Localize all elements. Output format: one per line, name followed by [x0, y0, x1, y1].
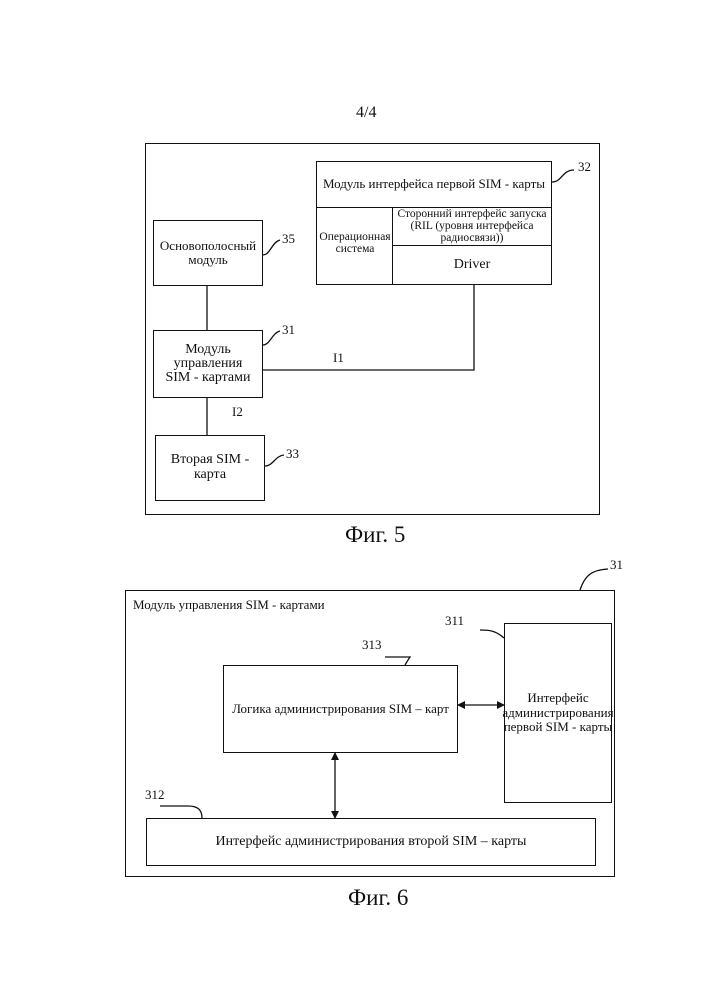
leader-35 [263, 240, 280, 255]
leader-311 [480, 630, 504, 638]
leader-33 [265, 455, 284, 466]
leader-312 [160, 806, 202, 818]
leader-31-fig6 [580, 569, 608, 590]
leader-313 [385, 657, 410, 665]
link-i1 [263, 285, 474, 370]
leader-32 [552, 170, 574, 182]
leader-31 [263, 331, 280, 345]
